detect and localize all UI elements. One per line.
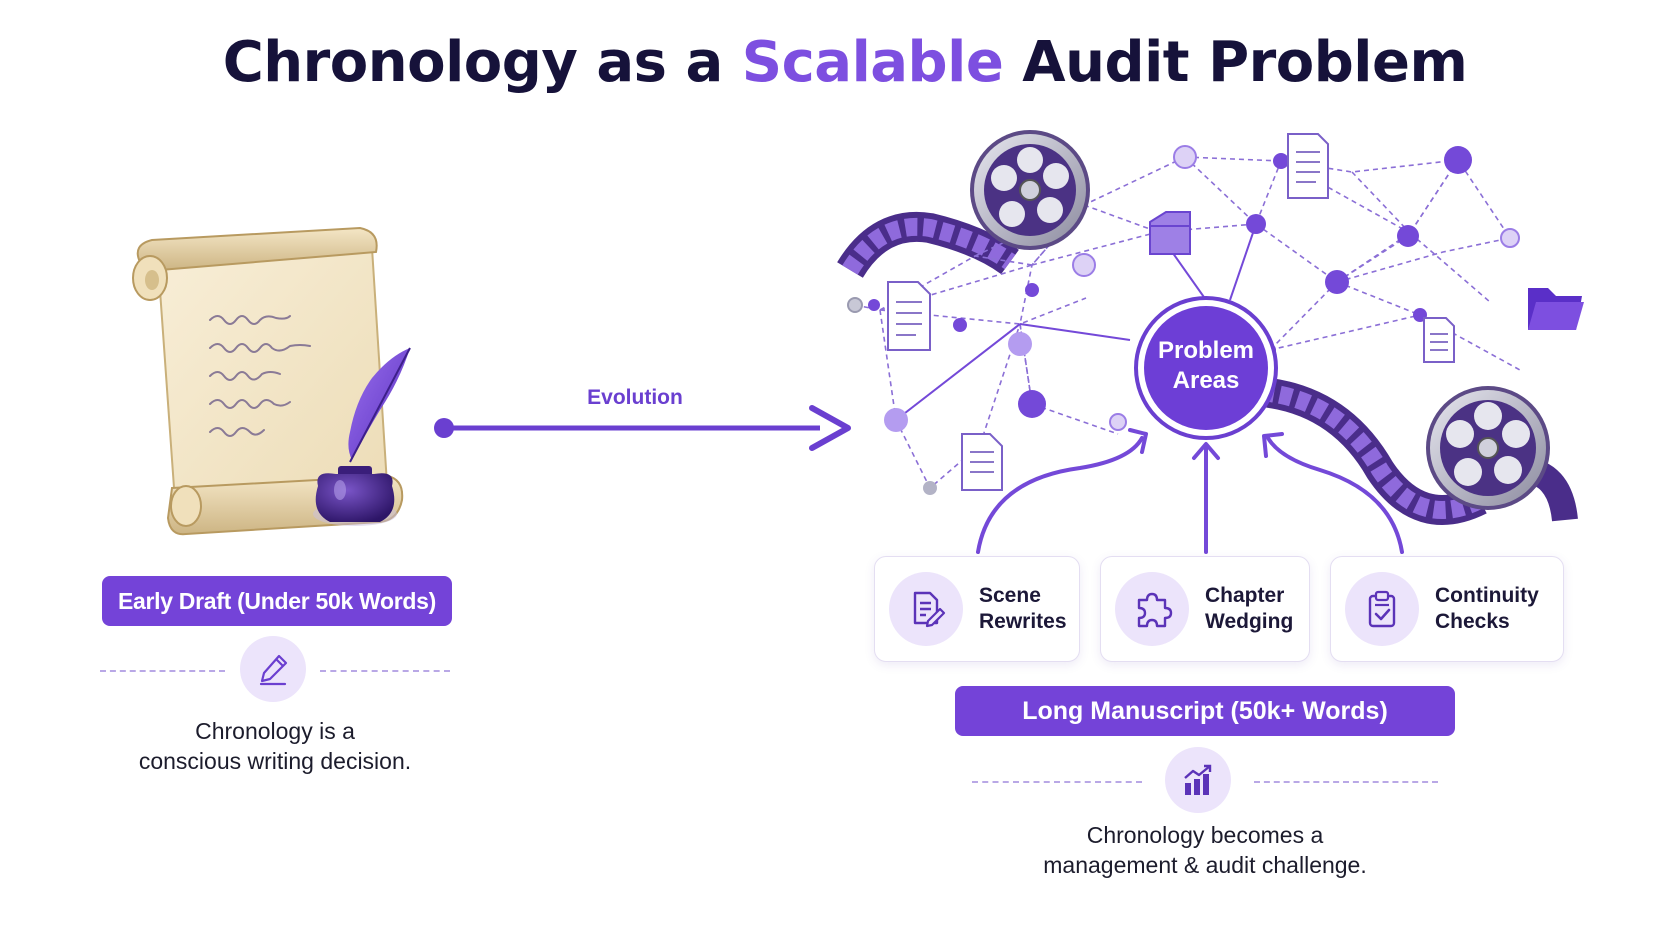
right-caption: Chronology becomes a management & audit …	[980, 820, 1430, 880]
early-draft-label: Early Draft (Under 50k Words)	[117, 587, 437, 614]
card-chapter-wedging-label: Chapter Wedging	[1205, 583, 1293, 635]
title-part-2: Audit Problem	[1003, 30, 1468, 95]
card-continuity-checks: Continuity Checks	[1330, 556, 1564, 662]
card-scene-rewrites-line-1: Scene	[979, 584, 1041, 607]
card-continuity-checks-line-2: Checks	[1435, 610, 1510, 633]
right-divider-right	[1254, 781, 1438, 783]
card-chapter-wedging-line-2: Wedging	[1205, 610, 1294, 633]
document-edit-icon	[889, 572, 963, 646]
card-chapter-wedging: Chapter Wedging	[1100, 556, 1310, 662]
left-caption-line-1: Chronology is a	[195, 718, 355, 744]
hub-label: Problem Areas	[1140, 336, 1272, 396]
film-reel-icon	[1426, 386, 1550, 510]
title-accent: Scalable	[741, 30, 1004, 95]
puzzle-icon	[1115, 572, 1189, 646]
page-title: Chronology as a Scalable Audit Problem	[0, 30, 1672, 95]
title-part-1: Chronology as a	[222, 30, 742, 95]
right-caption-line-1: Chronology becomes a	[1086, 822, 1324, 848]
bar-chart-icon	[1165, 747, 1231, 813]
left-caption: Chronology is a conscious writing decisi…	[100, 716, 450, 776]
left-divider-left	[100, 670, 225, 672]
right-caption-line-2: management & audit challenge.	[1043, 852, 1367, 878]
hub-label-line-2: Areas	[1172, 367, 1240, 394]
early-draft-badge: Early Draft (Under 50k Words)	[102, 576, 452, 626]
card-scene-rewrites-label: Scene Rewrites	[979, 583, 1067, 635]
evolution-label: Evolution	[587, 386, 683, 409]
card-scene-rewrites: Scene Rewrites	[874, 556, 1080, 662]
long-manuscript-badge: Long Manuscript (50k+ Words)	[955, 686, 1455, 736]
hub-label-line-1: Problem	[1157, 337, 1255, 364]
left-caption-line-2: conscious writing decision.	[138, 748, 412, 774]
film-reel-icon	[970, 130, 1090, 250]
card-continuity-checks-line-1: Continuity	[1435, 584, 1539, 607]
card-scene-rewrites-line-2: Rewrites	[979, 610, 1067, 633]
clipboard-check-icon	[1345, 572, 1419, 646]
card-chapter-wedging-line-1: Chapter	[1205, 584, 1285, 607]
left-divider-right	[320, 670, 450, 672]
card-continuity-checks-label: Continuity Checks	[1435, 583, 1539, 635]
right-divider-left	[972, 781, 1142, 783]
long-manuscript-label: Long Manuscript (50k+ Words)	[1022, 696, 1388, 725]
pen-icon	[240, 636, 306, 702]
